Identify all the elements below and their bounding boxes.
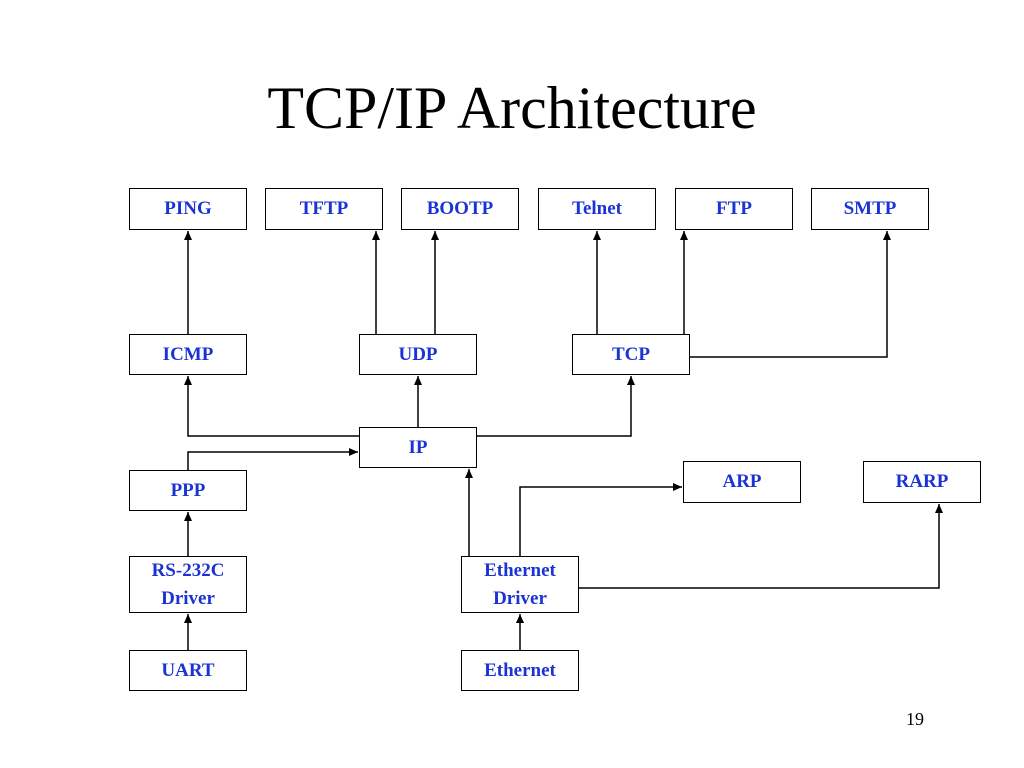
- node-ethernet: Ethernet: [461, 650, 579, 691]
- node-telnet-label: Telnet: [572, 198, 622, 219]
- node-rs232c-driver: RS-232C Driver: [129, 556, 247, 613]
- node-bootp: BOOTP: [401, 188, 519, 230]
- node-uart-label: UART: [161, 659, 215, 681]
- node-smtp: SMTP: [811, 188, 929, 230]
- node-ethernet-driver: Ethernet Driver: [461, 556, 579, 613]
- node-tftp: TFTP: [265, 188, 383, 230]
- slide-title: TCP/IP Architecture: [267, 75, 757, 141]
- node-udp: UDP: [359, 334, 477, 375]
- node-ethernet-label: Ethernet: [484, 659, 556, 681]
- node-ppp-label: PPP: [170, 479, 206, 501]
- node-icmp-label: ICMP: [162, 343, 214, 365]
- node-rarp-label: RARP: [895, 471, 949, 492]
- node-arp-label: ARP: [722, 471, 762, 492]
- node-icmp: ICMP: [129, 334, 247, 375]
- node-ftp-label: FTP: [716, 198, 752, 219]
- node-tftp-label: TFTP: [299, 198, 349, 219]
- edge-ethernet-driver-to-arp: [519, 483, 682, 556]
- node-rs232c-driver-label: RS-232C Driver: [151, 559, 225, 609]
- node-bootp-label: BOOTP: [426, 198, 494, 219]
- node-arp: ARP: [683, 461, 801, 503]
- node-tcp-label: TCP: [612, 343, 650, 365]
- edge-ip-to-tcp: [477, 376, 635, 437]
- node-rarp: RARP: [863, 461, 981, 503]
- edge-ppp-to-ip: [187, 448, 358, 470]
- node-uart: UART: [129, 650, 247, 691]
- node-telnet: Telnet: [538, 188, 656, 230]
- node-ftp: FTP: [675, 188, 793, 230]
- page-number: 19: [906, 709, 924, 729]
- node-ping: PING: [129, 188, 247, 230]
- node-udp-label: UDP: [398, 343, 438, 365]
- edge-ethernet-driver-to-rarp: [579, 504, 943, 589]
- node-ping-label: PING: [164, 198, 212, 219]
- edge-ip-to-icmp: [184, 376, 359, 437]
- node-smtp-label: SMTP: [843, 198, 897, 219]
- node-tcp: TCP: [572, 334, 690, 375]
- edge-tcp-to-smtp: [690, 231, 891, 358]
- node-ppp: PPP: [129, 470, 247, 511]
- node-ip: IP: [359, 427, 477, 468]
- node-ethernet-driver-label: Ethernet Driver: [484, 559, 556, 609]
- node-ip-label: IP: [408, 436, 428, 458]
